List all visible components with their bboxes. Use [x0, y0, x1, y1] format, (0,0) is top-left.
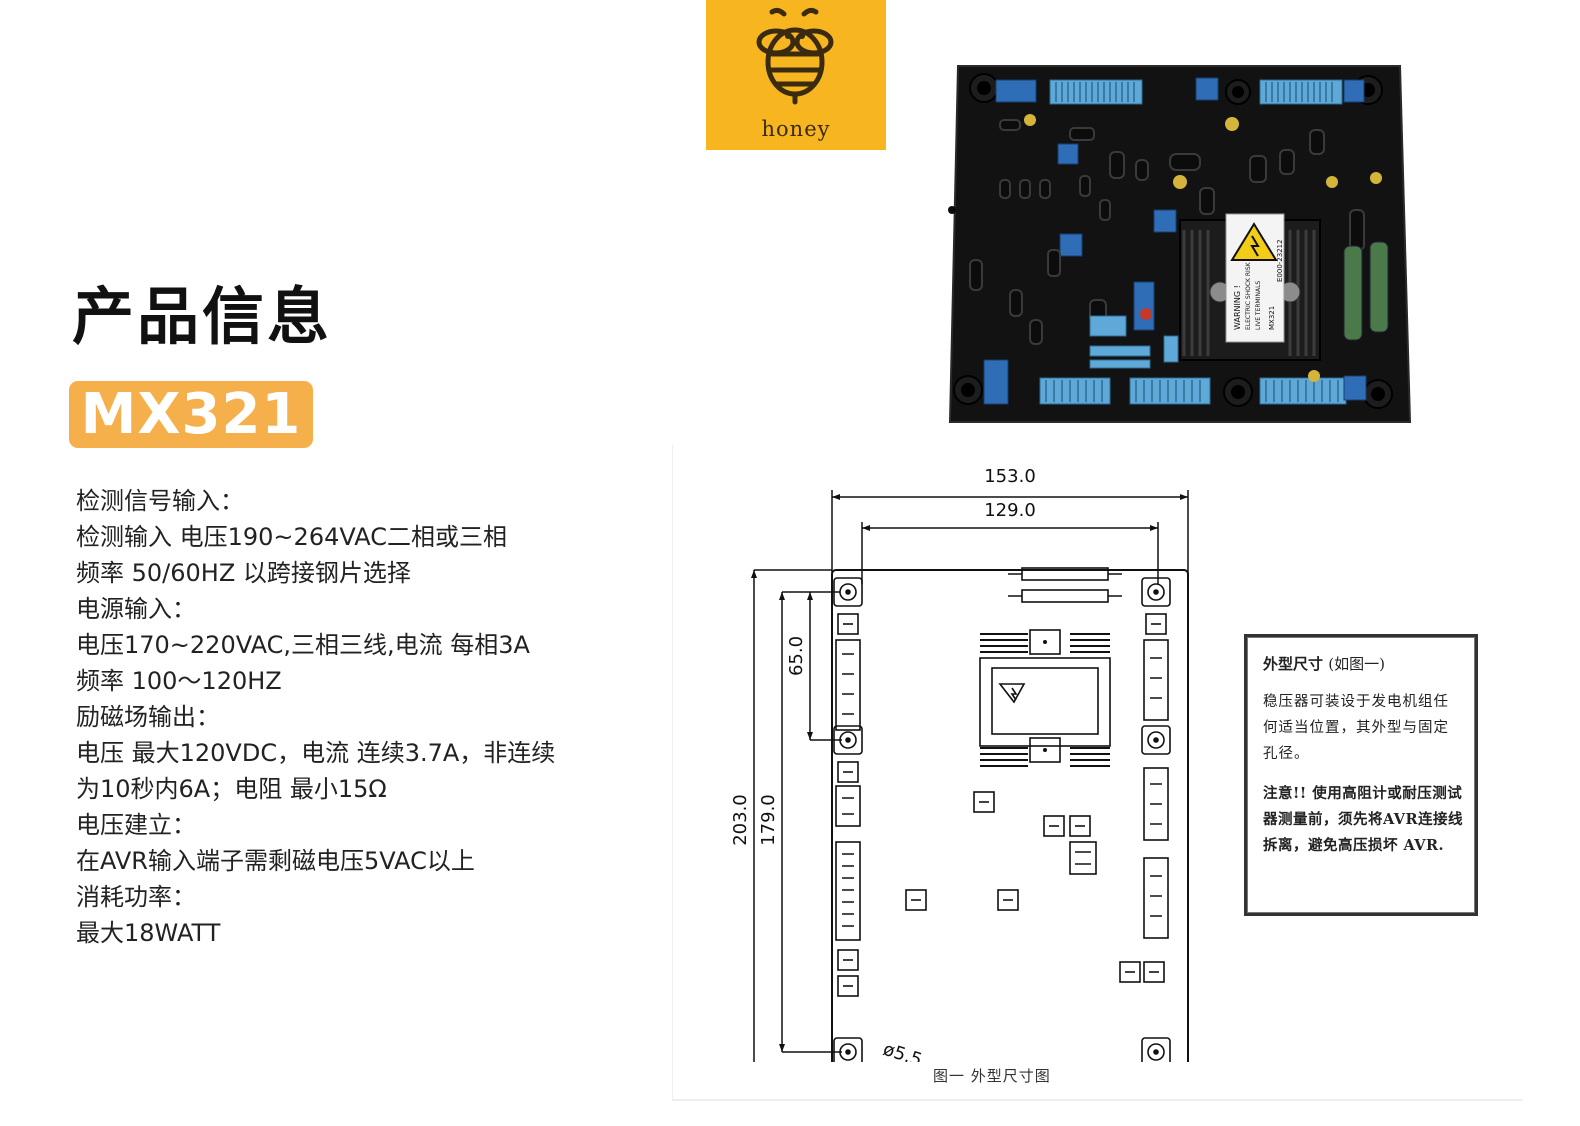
note-heading-text: 外型尺寸: [1263, 655, 1324, 673]
page-title: 产品信息: [72, 280, 333, 353]
spec-line: 消耗功率：: [76, 883, 196, 911]
logo-text: honey: [761, 117, 831, 141]
live-label-text: LIVE TERMINALS: [1255, 281, 1262, 330]
note-body: 稳压器可装设于发电机组任何适当位置，其外型与固定孔径。: [1263, 694, 1449, 762]
model-badge: MX321: [69, 381, 313, 448]
spec-line: 励磁场输出：: [76, 703, 220, 731]
model-label-text: MX321: [1268, 306, 1276, 330]
note-heading: 外型尺寸 (如图一): [1263, 653, 1385, 674]
spec-line: 电源输入：: [76, 595, 196, 623]
spec-line: 电压170~220VAC,三相三线,电流 每相3A: [76, 631, 530, 659]
spec-line: 电压 最大120VDC，电流 连续3.7A，非连续: [76, 739, 556, 767]
regulator-block: [979, 629, 1111, 767]
overall-width-label: 153.0: [984, 466, 1036, 487]
hole-height-label: 179.0: [758, 794, 779, 846]
spec-line: 检测信号输入：: [76, 487, 244, 515]
brand-logo: honey: [706, 0, 886, 150]
warning-label-text: WARNING !: [1233, 285, 1242, 330]
hole-width-label: 129.0: [984, 500, 1036, 521]
mounting-holes: [833, 577, 1171, 1062]
product-photo: WARNING ! ELECTRIC SHOCK RISK LIVE TERMI…: [948, 65, 1412, 423]
overall-height-label: 203.0: [730, 794, 751, 846]
note-heading-ref: (如图一): [1328, 655, 1385, 673]
hole-diameter-label: ø5.5: [880, 1039, 924, 1062]
terminal-blocks: [835, 613, 1169, 997]
spec-line: 为10秒内6A；电阻 最小15Ω: [76, 775, 387, 803]
note-warning: 注意!! 使用高阻计或耐压测试器测量前，须先将AVR连接线拆离，避免高压损坏 A…: [1263, 785, 1463, 854]
mid-offset-label: 65.0: [786, 636, 807, 676]
diagram-frame: [672, 445, 1523, 1101]
spec-line: 最大18WATT: [76, 919, 221, 947]
part-label-text: E000-23212: [1276, 239, 1284, 282]
spec-line: 在AVR输入端子需剩磁电压5VAC以上: [76, 847, 475, 875]
spec-line: 频率 100～120HZ: [76, 667, 282, 695]
note-box: 外型尺寸 (如图一) 稳压器可装设于发电机组任何适当位置，其外型与固定孔径。 注…: [1244, 634, 1478, 916]
shock-label-text: ELECTRIC SHOCK RISK: [1245, 261, 1252, 330]
warning-label: WARNING ! ELECTRIC SHOCK RISK LIVE TERMI…: [1225, 213, 1285, 343]
figure-caption: 图一 外型尺寸图: [933, 1067, 1051, 1085]
bee-icon: [756, 7, 834, 105]
dimension-drawing: 153.0 129.0 203.0 179.0 65.0 ø5.5: [730, 466, 1189, 1062]
spec-line: 频率 50/60HZ 以跨接钢片选择: [76, 559, 411, 587]
spec-line: 电压建立：: [76, 811, 196, 839]
spec-line: 检测输入 电压190~264VAC二相或三相: [76, 523, 507, 551]
spec-list: 检测信号输入： 检测输入 电压190~264VAC二相或三相 频率 50/60H…: [76, 483, 656, 951]
resistors: [1008, 567, 1122, 603]
